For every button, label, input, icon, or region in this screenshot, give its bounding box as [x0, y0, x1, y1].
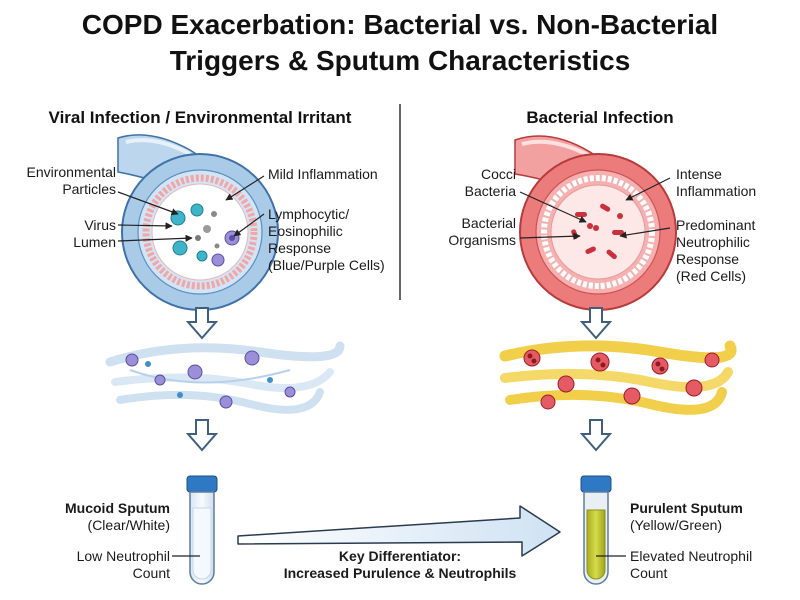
neutrophilic-response-label-4: (Red Cells)	[676, 268, 747, 284]
purulent-strands	[499, 340, 737, 415]
environmental-particle-icon	[195, 211, 220, 249]
low-neutrophil-label: Low Neutrophil	[76, 548, 170, 564]
bacterial-organisms-label-2: Organisms	[448, 232, 516, 248]
elevated-neutrophil-label-2: Count	[630, 565, 668, 581]
intense-inflammation-label-2: Inflammation	[676, 183, 757, 199]
intense-inflammation-label: Intense	[676, 166, 722, 182]
environmental-particles-label: Environmental	[26, 164, 117, 180]
lumen-label: Lumen	[73, 234, 116, 250]
lymphocyte-cell-icon	[125, 350, 296, 409]
down-arrow-icon	[185, 307, 613, 452]
lymphocytic-response-label: Lymphocytic/	[268, 206, 350, 222]
viral-leader-lines	[117, 175, 265, 242]
neutrophilic-response-label-2: Neutrophilic	[676, 234, 750, 250]
low-neutrophil-label-2: Count	[132, 565, 170, 581]
mild-inflammation-label: Mild Inflammation	[268, 166, 378, 182]
viral-airway	[117, 134, 279, 311]
page-title: COPD Exacerbation: Bacterial vs. Non-Bac…	[81, 9, 719, 40]
differentiator-arrow	[237, 505, 561, 557]
mucoid-test-tube	[186, 475, 218, 585]
key-differentiator-label: Key Differentiator:	[338, 548, 462, 564]
virus-label: Virus	[84, 217, 116, 233]
purulent-sputum-label: Purulent Sputum	[630, 500, 743, 516]
lymphocytic-response-label-4: (Blue/Purple Cells)	[268, 257, 385, 273]
page-title-line-2: Triggers & Sputum Characteristics	[169, 45, 631, 76]
lymphocytic-response-label-3: Response	[268, 240, 332, 256]
bacterial-heading: Bacterial Infection	[526, 108, 674, 127]
mucoid-strands	[105, 341, 345, 414]
mucoid-sputum-color: (Clear/White)	[87, 517, 170, 533]
bacterial-organisms-label: Bacterial	[461, 215, 516, 231]
mucoid-sputum-label: Mucoid Sputum	[65, 500, 170, 516]
cocci-bacteria-label: Cocci	[480, 166, 516, 182]
lymphocytic-response-label-2: Eosinophilic	[268, 223, 343, 239]
bacterial-airway	[514, 135, 677, 311]
purulent-test-tube	[580, 475, 612, 585]
neutrophilic-response-label-3: Response	[676, 251, 740, 267]
viral-heading: Viral Infection / Environmental Irritant	[48, 108, 352, 127]
cocci-bacteria-label-2: Bacteria	[464, 183, 516, 199]
purulent-sputum-color: (Yellow/Green)	[630, 517, 723, 533]
neutrophilic-response-label: Predominant	[676, 217, 756, 233]
key-differentiator-label-2: Increased Purulence & Neutrophils	[283, 565, 517, 581]
environmental-particles-label-2: Particles	[62, 181, 116, 197]
bacterial-leader-lines	[519, 177, 671, 240]
elevated-neutrophil-label: Elevated Neutrophil	[630, 548, 753, 564]
